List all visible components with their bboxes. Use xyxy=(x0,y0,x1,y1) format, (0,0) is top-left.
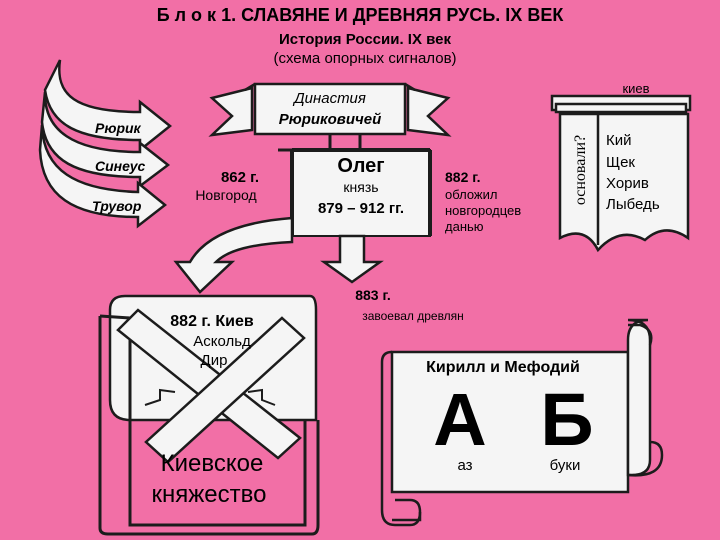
dynasty-line1: Династия xyxy=(292,90,366,107)
block-title: Б л о к 1. СЛАВЯНЕ И ДРЕВНЯЯ РУСЬ. IX ВЕ… xyxy=(157,5,565,25)
drevlyane-year: 883 г. xyxy=(355,287,391,303)
letter-b: Б xyxy=(540,378,593,461)
oleg-structure xyxy=(278,134,432,237)
varangian-arrows xyxy=(38,59,173,229)
founder-kiy: Кий xyxy=(606,132,632,149)
oleg-title: князь xyxy=(343,179,378,195)
kiev-founding-scroll xyxy=(550,94,692,253)
cross-bar-2 xyxy=(144,316,306,464)
tribute-line1: обложил xyxy=(445,187,497,202)
page-subtitle: История России. IX век xyxy=(279,31,452,48)
oleg-name: Олег xyxy=(337,155,384,177)
founder-shchek: Щек xyxy=(606,154,635,171)
arrow-to-drevlyane xyxy=(320,234,384,284)
novgorod-city: Новгород xyxy=(195,187,256,203)
drevlyane-text: завоевал древлян xyxy=(362,309,464,323)
arrow-truvor xyxy=(38,124,168,229)
letter-b-name: буки xyxy=(550,457,581,474)
kiev-header: киев xyxy=(622,81,649,96)
letter-a: А xyxy=(433,378,486,461)
principality-line2: княжество xyxy=(152,481,267,508)
founder-lybed: Лыбедь xyxy=(606,196,660,213)
arrow-sineus xyxy=(40,91,171,189)
arrow-to-kiev xyxy=(173,216,294,294)
dynasty-banner xyxy=(208,82,452,137)
page-subtitle-note: (схема опорных сигналов) xyxy=(273,50,456,67)
tribute-year: 882 г. xyxy=(445,169,481,185)
ruler-dir: Дир xyxy=(201,352,228,369)
alphabet-scroll xyxy=(380,318,664,527)
label-rurik: Рюрик xyxy=(95,120,142,136)
novgorod-year: 862 г. xyxy=(221,169,259,186)
kiev-882-plaque xyxy=(98,294,320,536)
letter-a-name: аз xyxy=(457,457,472,474)
arrow-rurik xyxy=(43,59,173,153)
principality-line1: Киевское xyxy=(161,450,264,477)
kiev-vertical-label: основали? xyxy=(572,135,589,205)
founder-khoriv: Хорив xyxy=(606,175,649,192)
label-truvor: Трувор xyxy=(92,198,142,214)
tribute-line2: новгородцев xyxy=(445,203,521,218)
alphabet-authors: Кирилл и Мефодий xyxy=(426,359,580,376)
ruler-askold: Аскольд xyxy=(193,333,251,350)
dynasty-line2: Рюриковичей xyxy=(279,111,382,128)
kiev-882-title: 882 г. Киев xyxy=(170,313,254,330)
label-sineus: Синеус xyxy=(95,158,146,174)
tribute-line3: данью xyxy=(445,219,484,234)
oleg-years: 879 – 912 гг. xyxy=(318,200,404,217)
